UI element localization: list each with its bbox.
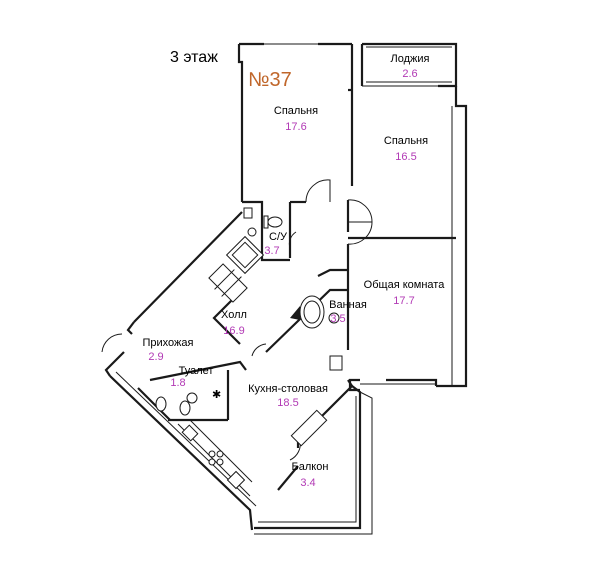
room-name: Спальня (384, 135, 428, 147)
room-area: 18.5 (277, 397, 298, 409)
room-kitchen-dining: Кухня-столовая 18.5 (248, 383, 328, 409)
room-area: 1.8 (170, 377, 185, 389)
room-bedroom-1: Спальня 17.6 (274, 105, 318, 133)
room-entrance-hall: Прихожая 2.9 (143, 337, 194, 363)
sink-icon (186, 392, 198, 404)
room-area: 2.9 (148, 351, 163, 363)
room-hall: Холл 16.9 (221, 309, 247, 337)
room-area: 2.6 (402, 68, 417, 80)
walls (104, 42, 468, 535)
room-name: Спальня (274, 105, 318, 117)
room-name: Лоджия (391, 53, 430, 65)
room-name: Общая комната (364, 279, 446, 291)
sink-icon (247, 227, 257, 237)
room-area: 3.4 (300, 477, 315, 489)
room-name: Балкон (292, 461, 329, 473)
room-name: Ванная (329, 299, 367, 311)
room-area: 16.5 (395, 151, 416, 163)
room-loggia: Лоджия 2.6 (391, 53, 430, 80)
room-toilet: Туалет 1.8 (170, 365, 213, 389)
room-bathroom-1: С/У 3.7 (264, 231, 288, 257)
apartment-number: №37 (248, 69, 292, 91)
stove-icon (208, 450, 216, 458)
room-name: Кухня-столовая (248, 383, 328, 395)
room-name: Холл (221, 309, 247, 321)
room-living-room: Общая комната 17.7 (364, 279, 446, 307)
room-area: 3.7 (264, 245, 279, 257)
room-area: 16.9 (223, 325, 244, 337)
toilet-icon (267, 216, 283, 228)
room-bedroom-2: Спальня 16.5 (384, 135, 428, 163)
room-name: Прихожая (143, 337, 194, 349)
toilet-icon (329, 355, 343, 371)
room-area: 17.6 (285, 121, 306, 133)
room-labels: Спальня 17.6 Спальня 16.5 Лоджия 2.6 С/У… (143, 53, 446, 489)
room-balcony: Балкон 3.4 (292, 461, 329, 489)
heater-icon: ✱ (212, 389, 221, 401)
room-area: 17.7 (393, 295, 414, 307)
fixtures: ✱ (155, 207, 343, 497)
room-bathroom-2: Ванная 3.5 (329, 299, 367, 325)
room-name: Туалет (179, 365, 214, 377)
room-area: 3.5 (330, 313, 345, 325)
kitchen-sink-icon (181, 424, 199, 442)
sink-icon (328, 312, 340, 324)
toilet-icon (155, 396, 167, 412)
floor-label: 3 этаж (170, 49, 218, 66)
room-name: С/У (269, 231, 288, 243)
